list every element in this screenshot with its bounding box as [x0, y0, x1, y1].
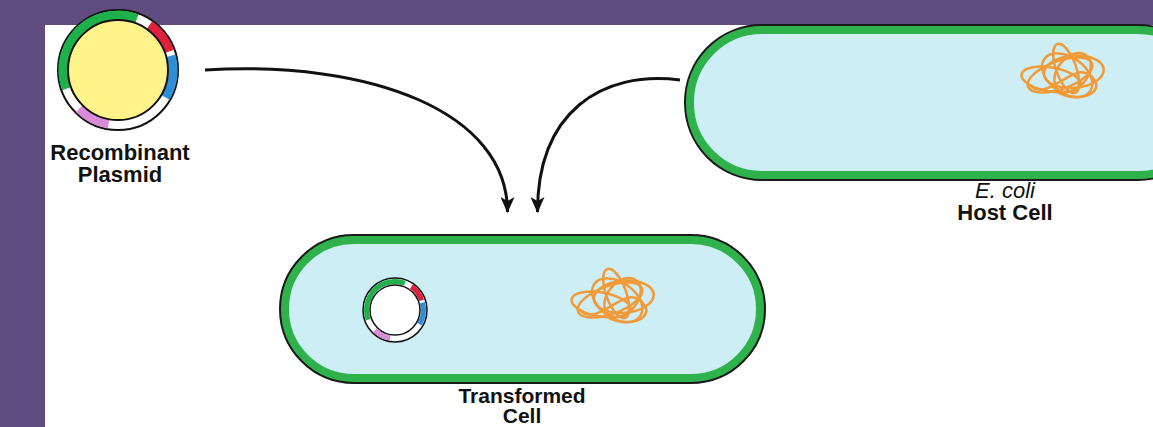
cell-label: Transformed Cell: [437, 386, 607, 426]
transformed-cell: [285, 240, 760, 378]
cell-node: E. coliHost Cell: [680, 28, 1153, 228]
recombinant-plasmid: [41, 0, 194, 147]
curved-arrow: [205, 69, 508, 212]
cell-label: Host Cell: [925, 202, 1085, 224]
curved-arrow: [538, 79, 681, 212]
cell-label: Recombinant Plasmid: [35, 142, 205, 186]
host-cell: [690, 30, 1153, 175]
cell-node: Transformed Cell: [285, 212, 760, 427]
cell-node: Recombinant Plasmid: [35, 8, 205, 190]
cell-label: E. coli: [925, 180, 1085, 202]
